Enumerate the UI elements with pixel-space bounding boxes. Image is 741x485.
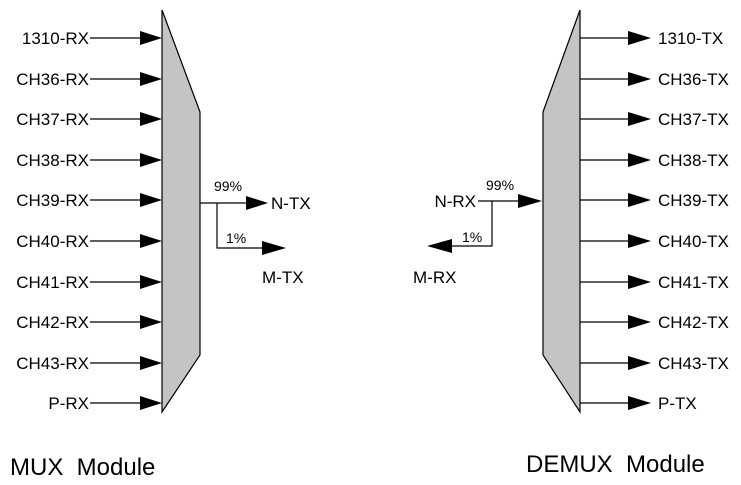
mux-input-label: CH38-RX (16, 151, 89, 170)
demux-output-arrow (628, 153, 651, 167)
demux-output-label: CH37-TX (658, 110, 729, 129)
mux-input-label: P-RX (48, 394, 89, 413)
demux-output-row: P-TX (580, 394, 697, 413)
mux-monitor-wire (216, 203, 264, 249)
mux-input-row: CH42-RX (16, 313, 162, 332)
demux-output-label: CH42-TX (658, 313, 729, 332)
demux-output-row: CH41-TX (580, 273, 729, 292)
demux-module: 1310-TX CH36-TX CH37-TX CH38-TX CH39-TX CH40-… (413, 9, 729, 478)
demux-output-label: CH43-TX (658, 354, 729, 373)
mux-mon-pct: 1% (226, 230, 246, 246)
demux-output-label: CH36-TX (658, 70, 729, 89)
mux-input-label: CH36-RX (16, 70, 89, 89)
demux-output-arrow (628, 315, 651, 329)
mux-input-arrow (140, 275, 162, 289)
demux-output-row: CH43-TX (580, 354, 729, 373)
mux-input-label: CH37-RX (16, 110, 89, 129)
mux-ntx-label: N-TX (271, 194, 311, 213)
mux-input-arrow (140, 31, 162, 45)
demux-output-label: P-TX (658, 394, 697, 413)
demux-output-row: CH37-TX (580, 110, 729, 129)
demux-output-row: CH42-TX (580, 313, 729, 332)
demux-nrx-label: N-RX (434, 192, 476, 211)
demux-output-arrow (628, 275, 651, 289)
demux-output-row: 1310-TX (580, 29, 723, 48)
mux-main-pct: 99% (214, 178, 242, 194)
demux-output-arrow (628, 72, 651, 86)
mux-input-row: 1310-RX (22, 29, 162, 48)
mux-input-label: CH39-RX (16, 191, 89, 210)
mux-input-row: CH40-RX (16, 232, 162, 251)
demux-output-arrow (628, 234, 651, 248)
demux-title: DEMUX Module (526, 451, 705, 478)
demux-mrx-arrow (427, 239, 452, 253)
demux-block (542, 9, 581, 415)
demux-output-arrow (628, 193, 651, 207)
mux-input-row: P-RX (48, 394, 162, 413)
mux-input-row: CH38-RX (16, 151, 162, 170)
mux-input-row: CH36-RX (16, 70, 162, 89)
mux-input-label: CH40-RX (16, 232, 89, 251)
demux-monitor-wire (450, 201, 493, 247)
mux-module: 1310-RX CH36-RX CH37-RX CH38-RX CH39-RX CH40-… (10, 9, 311, 481)
mux-input-label: 1310-RX (22, 29, 89, 48)
demux-output-label: CH39-TX (658, 191, 729, 210)
demux-output-label: CH38-TX (658, 151, 729, 170)
demux-output-label: CH41-TX (658, 273, 729, 292)
demux-output-label: CH40-TX (658, 232, 729, 251)
mux-input-arrow (140, 193, 162, 207)
demux-output-row: CH36-TX (580, 70, 729, 89)
demux-output-arrow (628, 356, 651, 370)
mux-input-label: CH43-RX (16, 354, 89, 373)
mux-input-label: CH41-RX (16, 273, 89, 292)
mux-input-arrow (140, 356, 162, 370)
demux-mrx-label: M-RX (413, 268, 456, 287)
mux-ntx-arrow (246, 196, 268, 210)
demux-output-list: 1310-TX CH36-TX CH37-TX CH38-TX CH39-TX CH40-… (580, 29, 729, 413)
mux-input-arrow (140, 112, 162, 126)
mux-input-row: CH43-RX (16, 354, 162, 373)
demux-output-row: CH40-TX (580, 232, 729, 251)
demux-output-row: CH38-TX (580, 151, 729, 170)
demux-output-arrow (628, 112, 651, 126)
mux-input-arrow (140, 153, 162, 167)
mux-mtx-arrow (262, 241, 286, 255)
mux-input-arrow (140, 315, 162, 329)
mux-input-label: CH42-RX (16, 313, 89, 332)
demux-output-row: CH39-TX (580, 191, 729, 210)
mux-input-arrow (140, 396, 162, 410)
mux-input-list: 1310-RX CH36-RX CH37-RX CH38-RX CH39-RX CH40-… (16, 29, 162, 413)
demux-output-label: 1310-TX (658, 29, 723, 48)
mux-input-row: CH41-RX (16, 273, 162, 292)
demux-nrx-arrow (518, 194, 542, 208)
mux-input-row: CH37-RX (16, 110, 162, 129)
mux-block (161, 9, 201, 414)
demux-mon-pct: 1% (462, 229, 482, 245)
demux-main-pct: 99% (486, 177, 514, 193)
mux-input-arrow (140, 234, 162, 248)
mux-input-arrow (140, 72, 162, 86)
demux-output-arrow (628, 396, 651, 410)
demux-output-arrow (628, 31, 651, 45)
mux-title: MUX Module (10, 454, 155, 481)
mux-input-row: CH39-RX (16, 191, 162, 210)
mux-mtx-label: M-TX (262, 268, 304, 287)
